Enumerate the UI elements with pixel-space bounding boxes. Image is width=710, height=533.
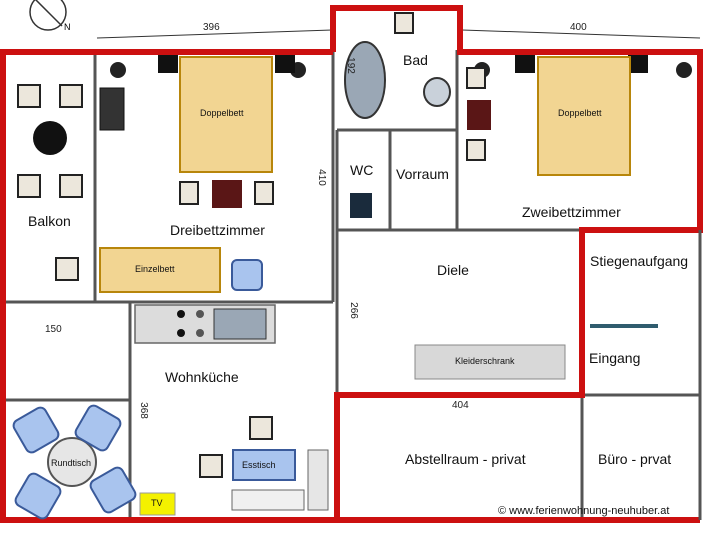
dimension-top-left: 396 <box>203 22 220 33</box>
credit-text: © www.ferienwohnung-neuhuber.at <box>498 505 670 517</box>
dimension-lines <box>96 29 701 39</box>
room-zweibettzimmer: Zweibettzimmer <box>522 204 621 220</box>
room-vorraum: Vorraum <box>396 166 449 182</box>
room-bad: Bad <box>403 52 428 68</box>
zweibett-furniture <box>466 55 648 176</box>
dimension-abstell: 404 <box>452 400 469 411</box>
room-wc: WC <box>350 162 374 178</box>
kitchen-table <box>139 416 329 516</box>
balkon-furniture <box>17 84 83 281</box>
dimension-balkon: 150 <box>45 324 62 335</box>
room-eingang: Eingang <box>589 350 641 366</box>
toilet-icon <box>350 193 372 218</box>
room-abstellraum: Abstellraum - privat <box>405 451 526 467</box>
dimension-dreibett: 410 <box>315 169 327 186</box>
compass-icon: N <box>29 0 71 32</box>
kleiderschrank <box>414 344 566 380</box>
label-einzelbett: Einzelbett <box>135 264 175 274</box>
svg-text:N: N <box>64 22 71 32</box>
dimension-bad: 192 <box>344 57 356 74</box>
kitchen-counter <box>134 304 276 344</box>
dreibett-furniture <box>99 55 295 293</box>
room-diele: Diele <box>437 262 469 278</box>
room-balkon: Balkon <box>28 213 71 229</box>
room-dreibettzimmer: Dreibettzimmer <box>170 222 265 238</box>
label-doppelbett-left: Doppelbett <box>200 108 244 118</box>
room-buero: Büro - prvat <box>598 451 672 467</box>
dimension-top-right: 400 <box>570 22 587 33</box>
dimension-diele: 266 <box>347 302 359 319</box>
dimension-kueche: 368 <box>137 402 149 419</box>
label-tv: TV <box>151 498 163 508</box>
label-kleiderschrank: Kleiderschrank <box>455 356 515 366</box>
label-esstisch: Esstisch <box>242 460 276 470</box>
room-wohnkueche: Wohnküche <box>165 369 239 385</box>
bad-fixtures <box>344 12 451 119</box>
living-furniture <box>12 404 137 520</box>
label-rundtisch: Rundtisch <box>51 458 92 468</box>
label-doppelbett-right: Doppelbett <box>558 108 602 118</box>
room-stiegenaufgang: Stiegenaufgang <box>590 253 689 269</box>
